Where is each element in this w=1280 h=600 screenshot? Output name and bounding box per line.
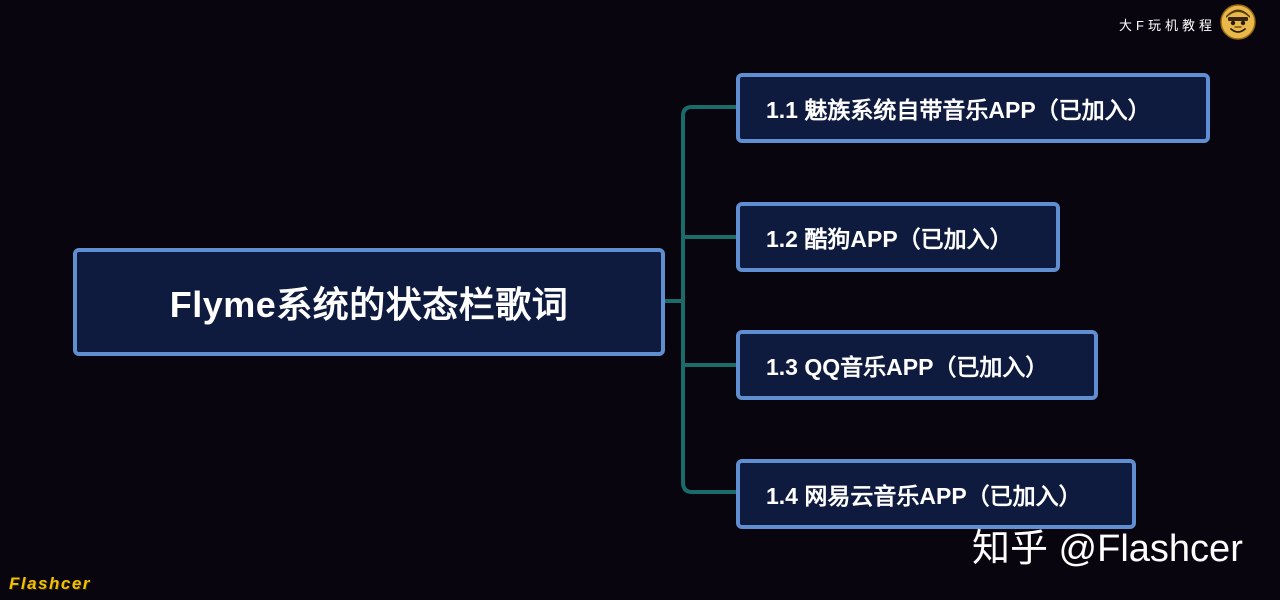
cartoon-face-icon: [1220, 4, 1256, 40]
child-node-label: 1.1 魅族系统自带音乐APP（已加入）: [766, 97, 1151, 123]
flashcer-watermark: Flashcer: [9, 574, 91, 593]
zhihu-watermark: 知乎 @Flashcer: [972, 528, 1243, 570]
child-node-label: 1.4 网易云音乐APP（已加入）: [766, 483, 1082, 509]
child-node-label: 1.2 酷狗APP（已加入）: [766, 226, 1013, 252]
child-node-1[interactable]: 1.1 魅族系统自带音乐APP（已加入）: [736, 73, 1210, 143]
brand-text: 大F玩机教程: [1119, 18, 1216, 33]
root-node-label: Flyme系统的状态栏歌词: [169, 284, 569, 325]
root-node[interactable]: Flyme系统的状态栏歌词: [73, 248, 665, 356]
child-node-4[interactable]: 1.4 网易云音乐APP（已加入）: [736, 459, 1136, 529]
child-node-label: 1.3 QQ音乐APP（已加入）: [766, 354, 1049, 380]
child-node-3[interactable]: 1.3 QQ音乐APP（已加入）: [736, 330, 1098, 400]
connector-spine: [681, 105, 694, 494]
child-node-2[interactable]: 1.2 酷狗APP（已加入）: [736, 202, 1060, 272]
